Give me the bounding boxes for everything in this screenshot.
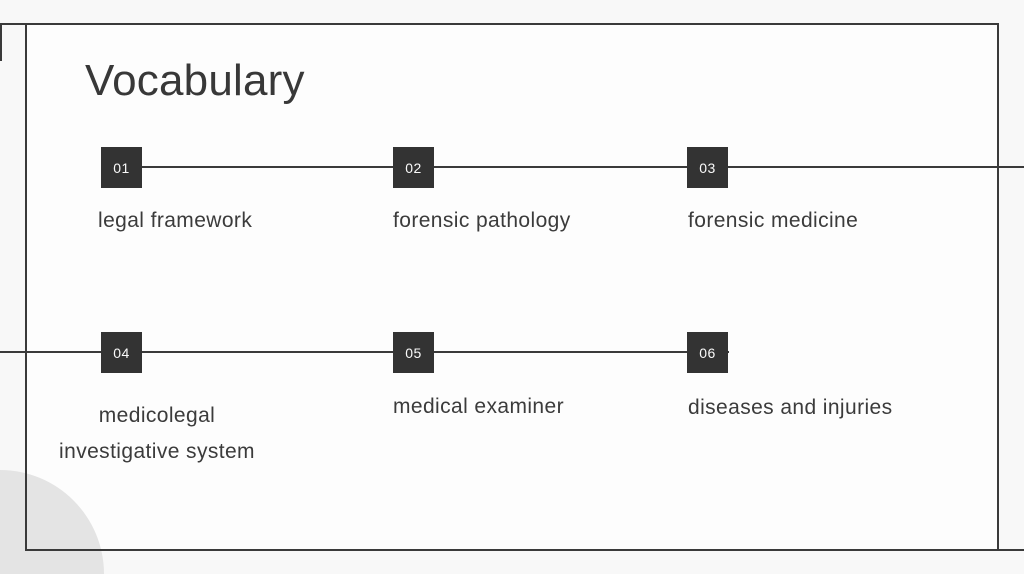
item-number-badge-02: 02 (393, 147, 434, 188)
term-medical-examiner: medical examiner (393, 395, 564, 418)
frame-border-right (997, 23, 999, 551)
item-number-badge-05: 05 (393, 332, 434, 373)
item-number-label: 06 (699, 344, 716, 361)
item-number-label: 03 (699, 159, 716, 176)
term-line-2: investigative system (59, 440, 255, 463)
connector-line-row1 (101, 166, 1024, 168)
term-forensic-pathology: forensic pathology (393, 209, 571, 232)
item-number-label: 01 (113, 159, 130, 176)
connector-line-row2 (0, 351, 729, 353)
item-number-label: 02 (405, 159, 422, 176)
term-line-1: medicolegal (98, 404, 216, 427)
frame-border-left (25, 23, 27, 551)
term-diseases-and-injuries: diseases and injuries (688, 396, 893, 419)
item-number-badge-04: 04 (101, 332, 142, 373)
item-number-label: 04 (113, 344, 130, 361)
term-medicolegal-investigative-system: medicolegal investigative system (35, 398, 279, 470)
item-number-badge-03: 03 (687, 147, 728, 188)
item-number-badge-01: 01 (101, 147, 142, 188)
item-number-badge-06: 06 (687, 332, 728, 373)
slide-frame-background (25, 23, 999, 551)
slide-title: Vocabulary (85, 56, 305, 105)
frame-border-top (0, 23, 999, 25)
item-number-label: 05 (405, 344, 422, 361)
term-forensic-medicine: forensic medicine (688, 209, 859, 232)
edge-tick-decoration (0, 23, 2, 61)
frame-border-bottom (25, 549, 1024, 551)
term-legal-framework: legal framework (98, 209, 253, 232)
